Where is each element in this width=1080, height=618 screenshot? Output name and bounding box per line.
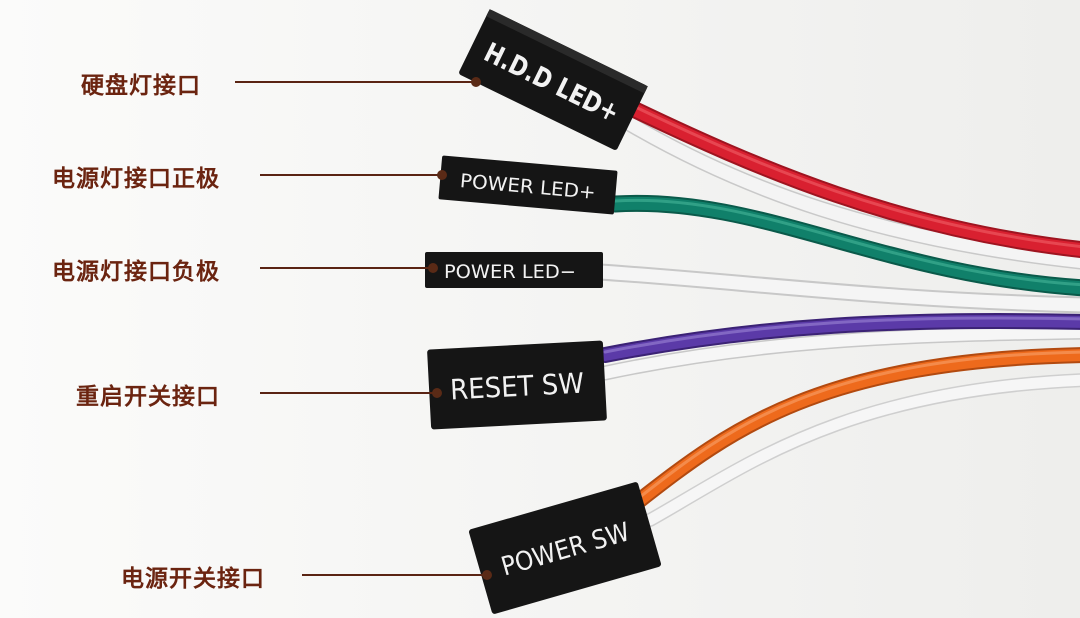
hdd-led-connector: H.D.D LED+ [459, 9, 648, 150]
label-hdd-led: 硬盘灯接口 [81, 72, 201, 99]
dot-power-led-neg [428, 263, 438, 273]
power-led-pos-connector: POWER LED+ [438, 155, 618, 215]
label-power-switch: 电源开关接口 [121, 565, 265, 592]
power-sw-connector: POWER SW [468, 482, 662, 614]
power-led-neg-connector-text: POWER LED− [444, 261, 576, 283]
reset-sw-connector: RESET SW [427, 340, 607, 430]
dot-reset [432, 388, 442, 398]
wires [591, 96, 1080, 527]
dot-power-led-pos [437, 170, 447, 180]
label-power-led-positive: 电源灯接口正极 [52, 165, 220, 192]
reset-sw-connector-text: RESET SW [449, 367, 585, 407]
dot-power-sw [482, 570, 492, 580]
power-led-neg-connector: POWER LED− [425, 252, 603, 288]
label-power-led-negative: 电源灯接口负极 [52, 258, 220, 285]
label-reset-switch: 重启开关接口 [76, 383, 220, 410]
leader-dots [428, 77, 492, 580]
leader-lines [235, 81, 487, 576]
dot-hdd [471, 77, 481, 87]
